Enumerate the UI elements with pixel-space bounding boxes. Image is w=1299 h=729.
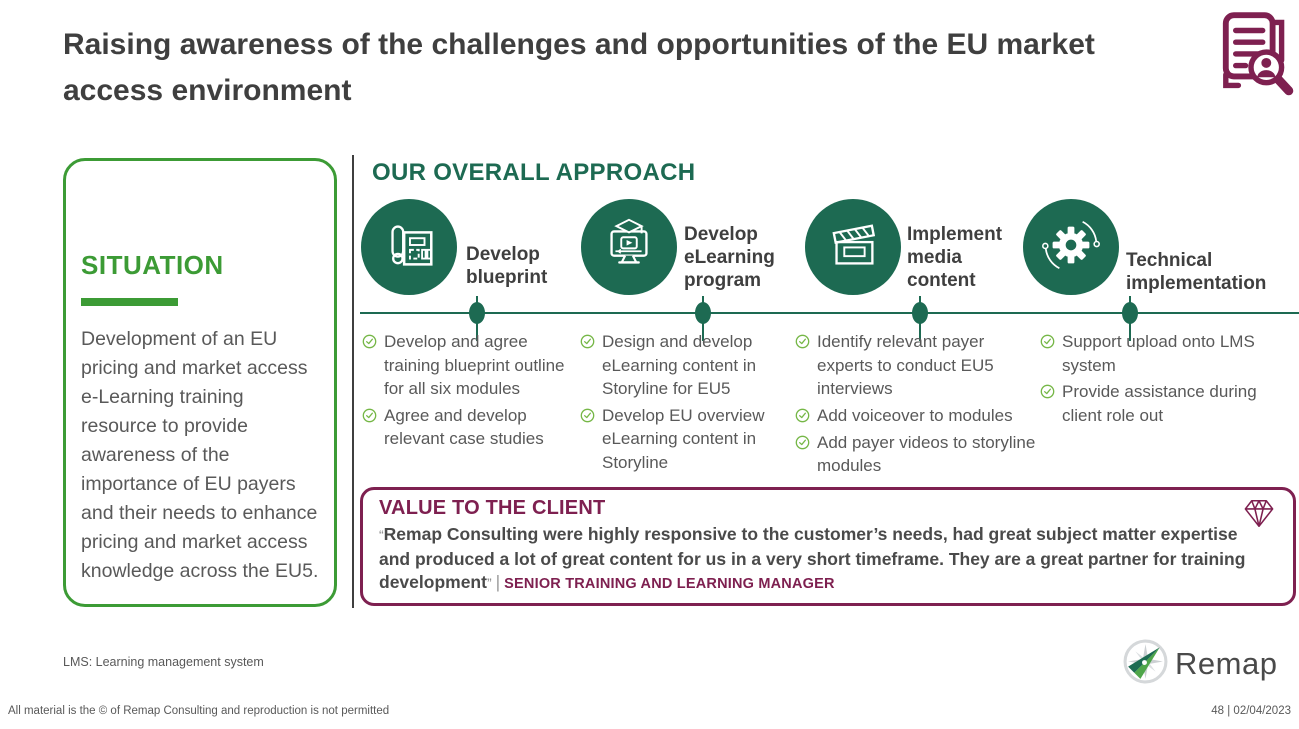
check-circle-icon [1040,334,1055,354]
page-title: Raising awareness of the challenges and … [63,28,1095,107]
open-quote-mark: “ [379,527,384,543]
compass-icon [1122,638,1169,690]
check-circle-icon [795,435,810,455]
list-item: Develop EU overview eLearning content in… [580,404,800,475]
diamond-icon [1239,498,1279,534]
timeline-dot [1122,302,1138,324]
quote-text: Remap Consulting were highly responsive … [379,524,1246,592]
lms-footnote: LMS: Learning management system [63,655,264,669]
remap-logo: Remap [1122,638,1277,690]
bullet-list-develop-blueprint: Develop and agree training blueprint out… [362,330,578,454]
logo-wordmark: Remap [1175,646,1278,681]
quote-separator: | [495,572,501,592]
list-item: Identify relevant payer experts to condu… [795,330,1043,401]
check-circle-icon [362,334,377,354]
check-circle-icon [795,334,810,354]
step-label-develop-blueprint: Develop blueprint [466,244,548,288]
bullet-list-media-content: Identify relevant payer experts to condu… [795,330,1043,481]
list-item: Design and develop eLearning content in … [580,330,800,401]
situation-underline-bar [81,298,178,306]
gear-icon [1040,214,1102,281]
bullet-text: Support upload onto LMS system [1062,332,1255,375]
situation-panel: SITUATION Development of an EU pricing a… [63,158,337,607]
vertical-divider [352,155,354,608]
page-number: 48 | 02/04/2023 [1211,705,1291,717]
step-label-develop-elearning: Develop eLearning program [684,224,775,291]
list-item: Agree and develop relevant case studies [362,404,578,451]
list-item: Support upload onto LMS system [1040,330,1295,377]
step-circle-technical-implementation [1023,199,1119,295]
step-label-technical-implementation: Technical implementation [1126,250,1267,294]
approach-heading: OUR OVERALL APPROACH [372,159,696,186]
list-item: Provide assistance during client role ou… [1040,380,1295,427]
bullet-text: Design and develop eLearning content in … [602,332,757,398]
bullet-list-technical-implementation: Support upload onto LMS system Provide a… [1040,330,1295,430]
step-circle-media-content [805,199,901,295]
bullet-text: Provide assistance during client role ou… [1062,382,1257,425]
quote-attribution: SENIOR TRAINING AND LEARNING MANAGER [504,576,835,592]
check-circle-icon [580,408,595,428]
bullet-text: Add payer videos to storyline modules [817,432,1036,476]
value-heading: VALUE TO THE CLIENT [379,497,606,519]
situation-body-text: Development of an EU pricing and market … [81,328,319,582]
timeline-dot [912,302,928,324]
check-circle-icon [795,408,810,428]
timeline-dot [469,302,485,324]
step-label-media-content: Implement media content [907,224,1003,291]
list-item: Add voiceover to modules [795,404,1043,428]
copyright-text: All material is the © of Remap Consultin… [8,705,390,717]
bullet-text: Develop EU overview eLearning content in… [602,405,765,472]
bullet-text: Agree and develop relevant case studies [384,405,544,449]
bullet-text: Identify relevant payer experts to condu… [817,332,994,398]
step-circle-develop-blueprint [361,199,457,295]
close-quote-mark: ” [486,575,492,591]
client-quote: “Remap Consulting were highly responsive… [379,523,1259,597]
list-item: Add payer videos to storyline modules [795,431,1043,478]
bullet-list-develop-elearning: Design and develop eLearning content in … [580,330,800,477]
document-search-icon [1206,6,1296,105]
timeline-dot [695,302,711,324]
step-circle-develop-elearning [581,199,677,295]
check-circle-icon [580,334,595,354]
check-circle-icon [1040,384,1055,404]
timeline-line [360,312,1299,314]
blueprint-icon [378,214,440,281]
elearning-monitor-icon [598,214,660,281]
bullet-text: Develop and agree training blueprint out… [384,332,565,398]
value-to-client-panel: VALUE TO THE CLIENT “Remap Consulting we… [360,487,1296,606]
clapperboard-icon [822,214,884,281]
bullet-text: Add voiceover to modules [817,405,1013,425]
situation-heading: SITUATION [81,250,224,280]
list-item: Develop and agree training blueprint out… [362,330,578,401]
check-circle-icon [362,408,377,428]
